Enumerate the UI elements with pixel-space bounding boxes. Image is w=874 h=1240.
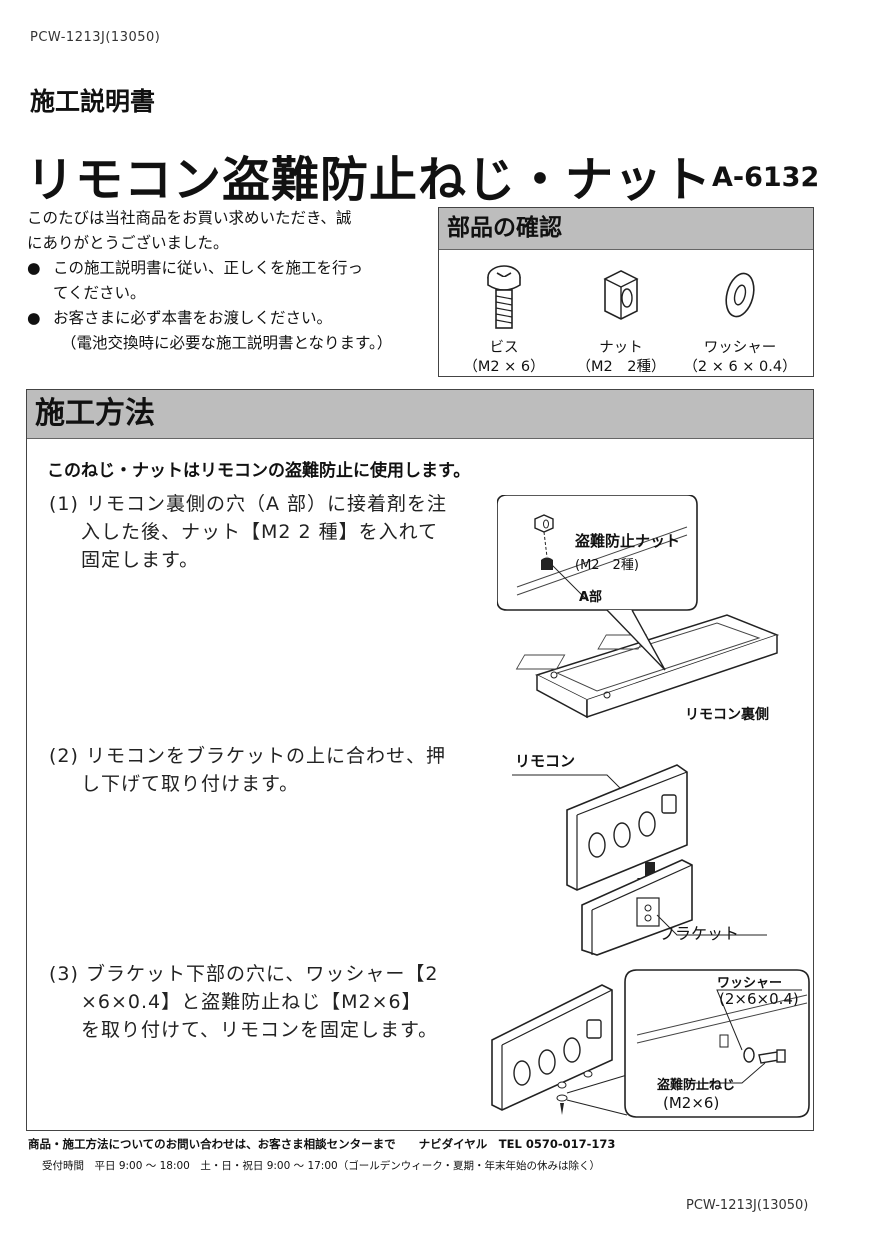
step-2-line1: リモコンをブラケットの上に合わせ、押 <box>85 745 446 767</box>
bullet1-line1: この施工説明書に従い、正しくを施工を行っ <box>53 259 364 277</box>
parts-box: 部品の確認 ビス （M2 × 6） ナット （M2 2種） ワッシャー （2 ×… <box>438 207 814 377</box>
step-1-number: (1) <box>49 493 79 515</box>
remote-back-label: リモコン裏側 <box>685 707 769 723</box>
part-screw: ビス （M2 × 6） <box>444 263 564 377</box>
remote-back-illustration <box>497 495 780 719</box>
part-name-screw: ビス <box>489 340 519 356</box>
parts-heading: 部品の確認 <box>439 208 813 250</box>
step-2-line2: し下げて取り付けます。 <box>81 773 300 795</box>
part-nut: ナット （M2 2種） <box>561 263 681 377</box>
nut-icon <box>603 270 639 320</box>
step-3-line3: を取り付けて、リモコンを固定します。 <box>81 1019 439 1041</box>
doc-type-heading: 施工説明書 <box>30 87 156 116</box>
product-title: リモコン盗難防止ねじ・ナット <box>26 152 713 208</box>
step-3-number: (3) <box>49 963 79 985</box>
step-1: (1) リモコン裏側の穴（A 部）に接着剤を注 入した後、ナット【M2 2 種】… <box>49 490 479 574</box>
step-3-line2: ×6×0.4】と盗難防止ねじ【M2×6】 <box>81 991 422 1013</box>
washer-spec: (2×6×0.4) <box>719 990 799 1008</box>
greeting-line1: このたびは当社商品をお買い求めいただき、誠 <box>27 209 352 227</box>
step-3-line1: ブラケット下部の穴に、ワッシャー【2 <box>85 963 439 985</box>
step-2: (2) リモコンをブラケットの上に合わせ、押 し下げて取り付けます。 <box>49 742 479 798</box>
method-lead: このねじ・ナットはリモコンの盗難防止に使用します。 <box>47 461 471 481</box>
footer-hours: 受付時間 平日 9:00 ～ 18:00 土・日・祝日 9:00 ～ 17:00… <box>42 1160 600 1172</box>
step-2-number: (2) <box>49 745 79 767</box>
washer-label: ワッシャー <box>717 976 783 991</box>
part-name-nut: ナット <box>599 340 643 356</box>
screw-spec: (M2×6) <box>663 1094 720 1112</box>
bracket-label: ブラケット <box>659 924 740 943</box>
intro-text: このたびは当社商品をお買い求めいただき、誠 にありがとうございました。 ● この… <box>27 206 437 356</box>
nut-spec: (M2 2種) <box>575 558 639 573</box>
nut-label: 盗難防止ナット <box>575 532 681 550</box>
step-1-line3: 固定します。 <box>81 549 200 571</box>
doc-number-bottom: PCW-1213J(13050) <box>686 1198 809 1213</box>
bullet1-line2: てください。 <box>53 284 146 302</box>
part-spec-washer: （2 × 6 × 0.4） <box>683 359 797 375</box>
step-1-line2: 入した後、ナット【M2 2 種】を入れて <box>81 521 439 543</box>
step-3: (3) ブラケット下部の穴に、ワッシャー【2 ×6×0.4】と盗難防止ねじ【M2… <box>49 960 479 1044</box>
part-spec-nut: （M2 2種） <box>576 359 666 375</box>
greeting-line2: にありがとうございました。 <box>27 234 229 252</box>
method-section: 施工方法 このねじ・ナットはリモコンの盗難防止に使用します。 (1) リモコン裏… <box>26 389 814 1131</box>
screw-icon <box>487 265 521 329</box>
screw-install-illustration <box>491 969 810 1118</box>
footer-contact: 商品・施工方法についてのお問い合わせは、お客さま相談センターまで ナビダイヤル … <box>28 1137 616 1151</box>
remote-label: リモコン <box>515 752 576 770</box>
part-spec-screw: （M2 × 6） <box>463 359 545 375</box>
bullet-2: ● お客さまに必ず本書をお渡しください。 <box>27 306 437 331</box>
doc-number-top: PCW-1213J(13050) <box>30 30 161 45</box>
step-1-line1: リモコン裏側の穴（A 部）に接着剤を注 <box>85 493 448 515</box>
bracket-illustration <box>512 764 767 956</box>
bullet-mark-2: ● <box>27 309 41 327</box>
washer-icon <box>725 272 755 318</box>
a-part-label: A部 <box>579 590 603 605</box>
screw-label: 盗難防止ねじ <box>657 1078 736 1093</box>
bullet2-text: お客さまに必ず本書をお渡しください。 <box>53 309 333 327</box>
bullet-mark-1: ● <box>27 259 41 277</box>
part-name-washer: ワッシャー <box>703 340 777 356</box>
part-washer: ワッシャー （2 × 6 × 0.4） <box>675 263 805 377</box>
bullet-1: ● この施工説明書に従い、正しくを施工を行っ <box>27 256 437 281</box>
model-number: A-6132 <box>712 162 820 193</box>
bullet2-note: （電池交換時に必要な施工説明書となります。） <box>61 334 393 352</box>
method-heading: 施工方法 <box>27 390 813 439</box>
